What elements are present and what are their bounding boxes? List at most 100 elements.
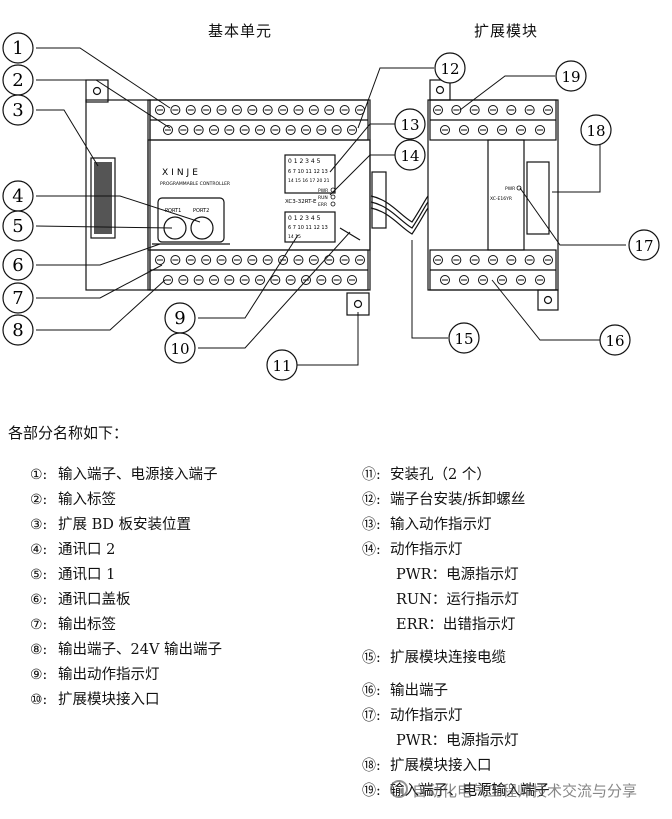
- terminal-screw: [155, 255, 165, 265]
- terminal-screw: [339, 255, 350, 265]
- legend-text: 端子台安装/拆卸螺丝: [390, 492, 526, 508]
- legend-sub-text: ERR：出错指示灯: [396, 617, 516, 633]
- legend-text: 动作指示灯: [390, 708, 463, 724]
- base-main-body: [147, 99, 371, 291]
- terminal-screw: [433, 105, 443, 115]
- legend-number: ③:: [30, 517, 48, 533]
- port1-label: PORT1: [165, 208, 181, 214]
- callout-circle-1: [2, 32, 34, 64]
- terminal-screw: [201, 105, 212, 115]
- terminal-screw: [497, 275, 507, 285]
- legend-text: 扩展 BD 板安装位置: [58, 517, 191, 533]
- callout-circle-3: [2, 94, 34, 126]
- mount-hole-bottom: [353, 299, 363, 309]
- expansion-module-caption: 扩展模块: [474, 22, 539, 40]
- legend-item: PWR：电源指示灯: [362, 729, 550, 754]
- legend-text: 输入端子、电源输入端子: [390, 783, 550, 799]
- legend-item: ⑨:输出动作指示灯: [30, 663, 222, 688]
- legend-item: ①:输入端子、电源接入端子: [30, 463, 222, 488]
- legend-number: ⑮:: [362, 650, 381, 666]
- legend-number: ②:: [30, 492, 48, 508]
- legend-item: ERR：出错指示灯: [362, 613, 550, 638]
- callout-circle-12: [434, 52, 466, 84]
- terminal-screw: [506, 255, 517, 265]
- terminal-screw: [316, 125, 327, 135]
- terminal-screw: [488, 105, 498, 115]
- terminal-screw: [293, 105, 304, 115]
- legend-item: ⑮: 扩展模块连接电缆: [362, 646, 550, 671]
- terminal-screw: [224, 125, 235, 135]
- terminal-screw: [516, 125, 526, 135]
- terminal-screw: [185, 105, 196, 115]
- legend-text: 安装孔（2 个）: [390, 467, 491, 483]
- terminal-screw: [324, 105, 335, 115]
- terminal-screw: [506, 105, 517, 115]
- callout-label-12: 12: [440, 60, 459, 78]
- ext-mount-tab-bottom: [537, 289, 559, 311]
- input-leds-row1: 0 1 2 3 4 5: [288, 158, 321, 165]
- legend-text: 输出端子: [390, 683, 448, 699]
- terminal-screw: [459, 125, 469, 135]
- model-label: XC3-32RT-E: [285, 199, 317, 205]
- callout-circle-18: [580, 114, 612, 146]
- callout-label-3: 3: [12, 100, 23, 121]
- output-led-window: [284, 211, 336, 243]
- callout-circle-6: [2, 249, 34, 281]
- legend-number: ④:: [30, 542, 48, 558]
- legend-number: ⑦:: [30, 617, 48, 633]
- callout-circle-11: [266, 349, 298, 381]
- callout-label-14: 14: [400, 147, 419, 165]
- terminal-screw: [278, 255, 289, 265]
- legend-text: 输入端子、电源接入端子: [58, 467, 218, 483]
- terminal-screw: [469, 255, 480, 265]
- terminal-screw: [209, 275, 219, 285]
- legend-item: ②:输入标签: [30, 488, 222, 513]
- terminal-screw: [316, 275, 327, 285]
- legend-sub-text: PWR：电源指示灯: [396, 733, 519, 749]
- terminal-screw: [543, 255, 553, 265]
- legend-number: ⑱:: [362, 758, 381, 774]
- terminal-screw: [469, 105, 480, 115]
- callout-label-18: 18: [586, 122, 605, 140]
- cable-plug: [371, 171, 387, 229]
- legend-number: ⑲:: [362, 783, 381, 799]
- legend-number: ⑰:: [362, 708, 381, 724]
- terminal-screw: [247, 255, 258, 265]
- terminal-screw: [216, 255, 227, 265]
- terminal-screw: [170, 105, 181, 115]
- terminal-screw: [239, 275, 250, 285]
- terminal-screw: [301, 125, 311, 135]
- terminal-screw: [209, 125, 219, 135]
- terminal-screw: [451, 105, 462, 115]
- terminal-screw: [185, 255, 196, 265]
- ext-model-label: XC-E16YR: [490, 196, 512, 202]
- terminal-screw: [255, 275, 265, 285]
- callout-label-19: 19: [561, 68, 580, 86]
- terminal-screw: [270, 125, 281, 135]
- input-leds-row3: 14 15 16 17 20 21: [288, 178, 330, 184]
- ext-body: [427, 99, 559, 291]
- legend-item: ④:通讯口 2: [30, 538, 222, 563]
- legend-text: 扩展模块连接电缆: [390, 650, 506, 666]
- terminal-screw: [239, 125, 250, 135]
- run-led: [330, 194, 336, 200]
- terminal-screw: [355, 255, 365, 265]
- callout-circle-15: [448, 322, 480, 354]
- legend-item: ⑥:通讯口盖板: [30, 588, 222, 613]
- terminal-screw: [155, 105, 165, 115]
- legend-number: ⑪:: [362, 467, 381, 483]
- subtitle-label: PROGRAMMABLE CONTROLLER: [160, 181, 230, 187]
- legend-item: ⑭:动作指示灯: [362, 538, 550, 563]
- wechat-icon: [390, 780, 408, 798]
- legend-text: 扩展模块接入口: [390, 758, 492, 774]
- terminal-screw: [262, 105, 273, 115]
- brand-label: XINJE: [162, 168, 201, 178]
- output-leds-row1: 0 1 2 3 4 5: [288, 215, 321, 222]
- legend-item: ⑰: 动作指示灯: [362, 704, 550, 729]
- legend-text: 输出标签: [58, 617, 116, 633]
- ext-connector: [526, 161, 550, 235]
- terminal-screw: [331, 275, 342, 285]
- ext-panel: [487, 139, 525, 251]
- callout-label-5: 5: [12, 216, 23, 237]
